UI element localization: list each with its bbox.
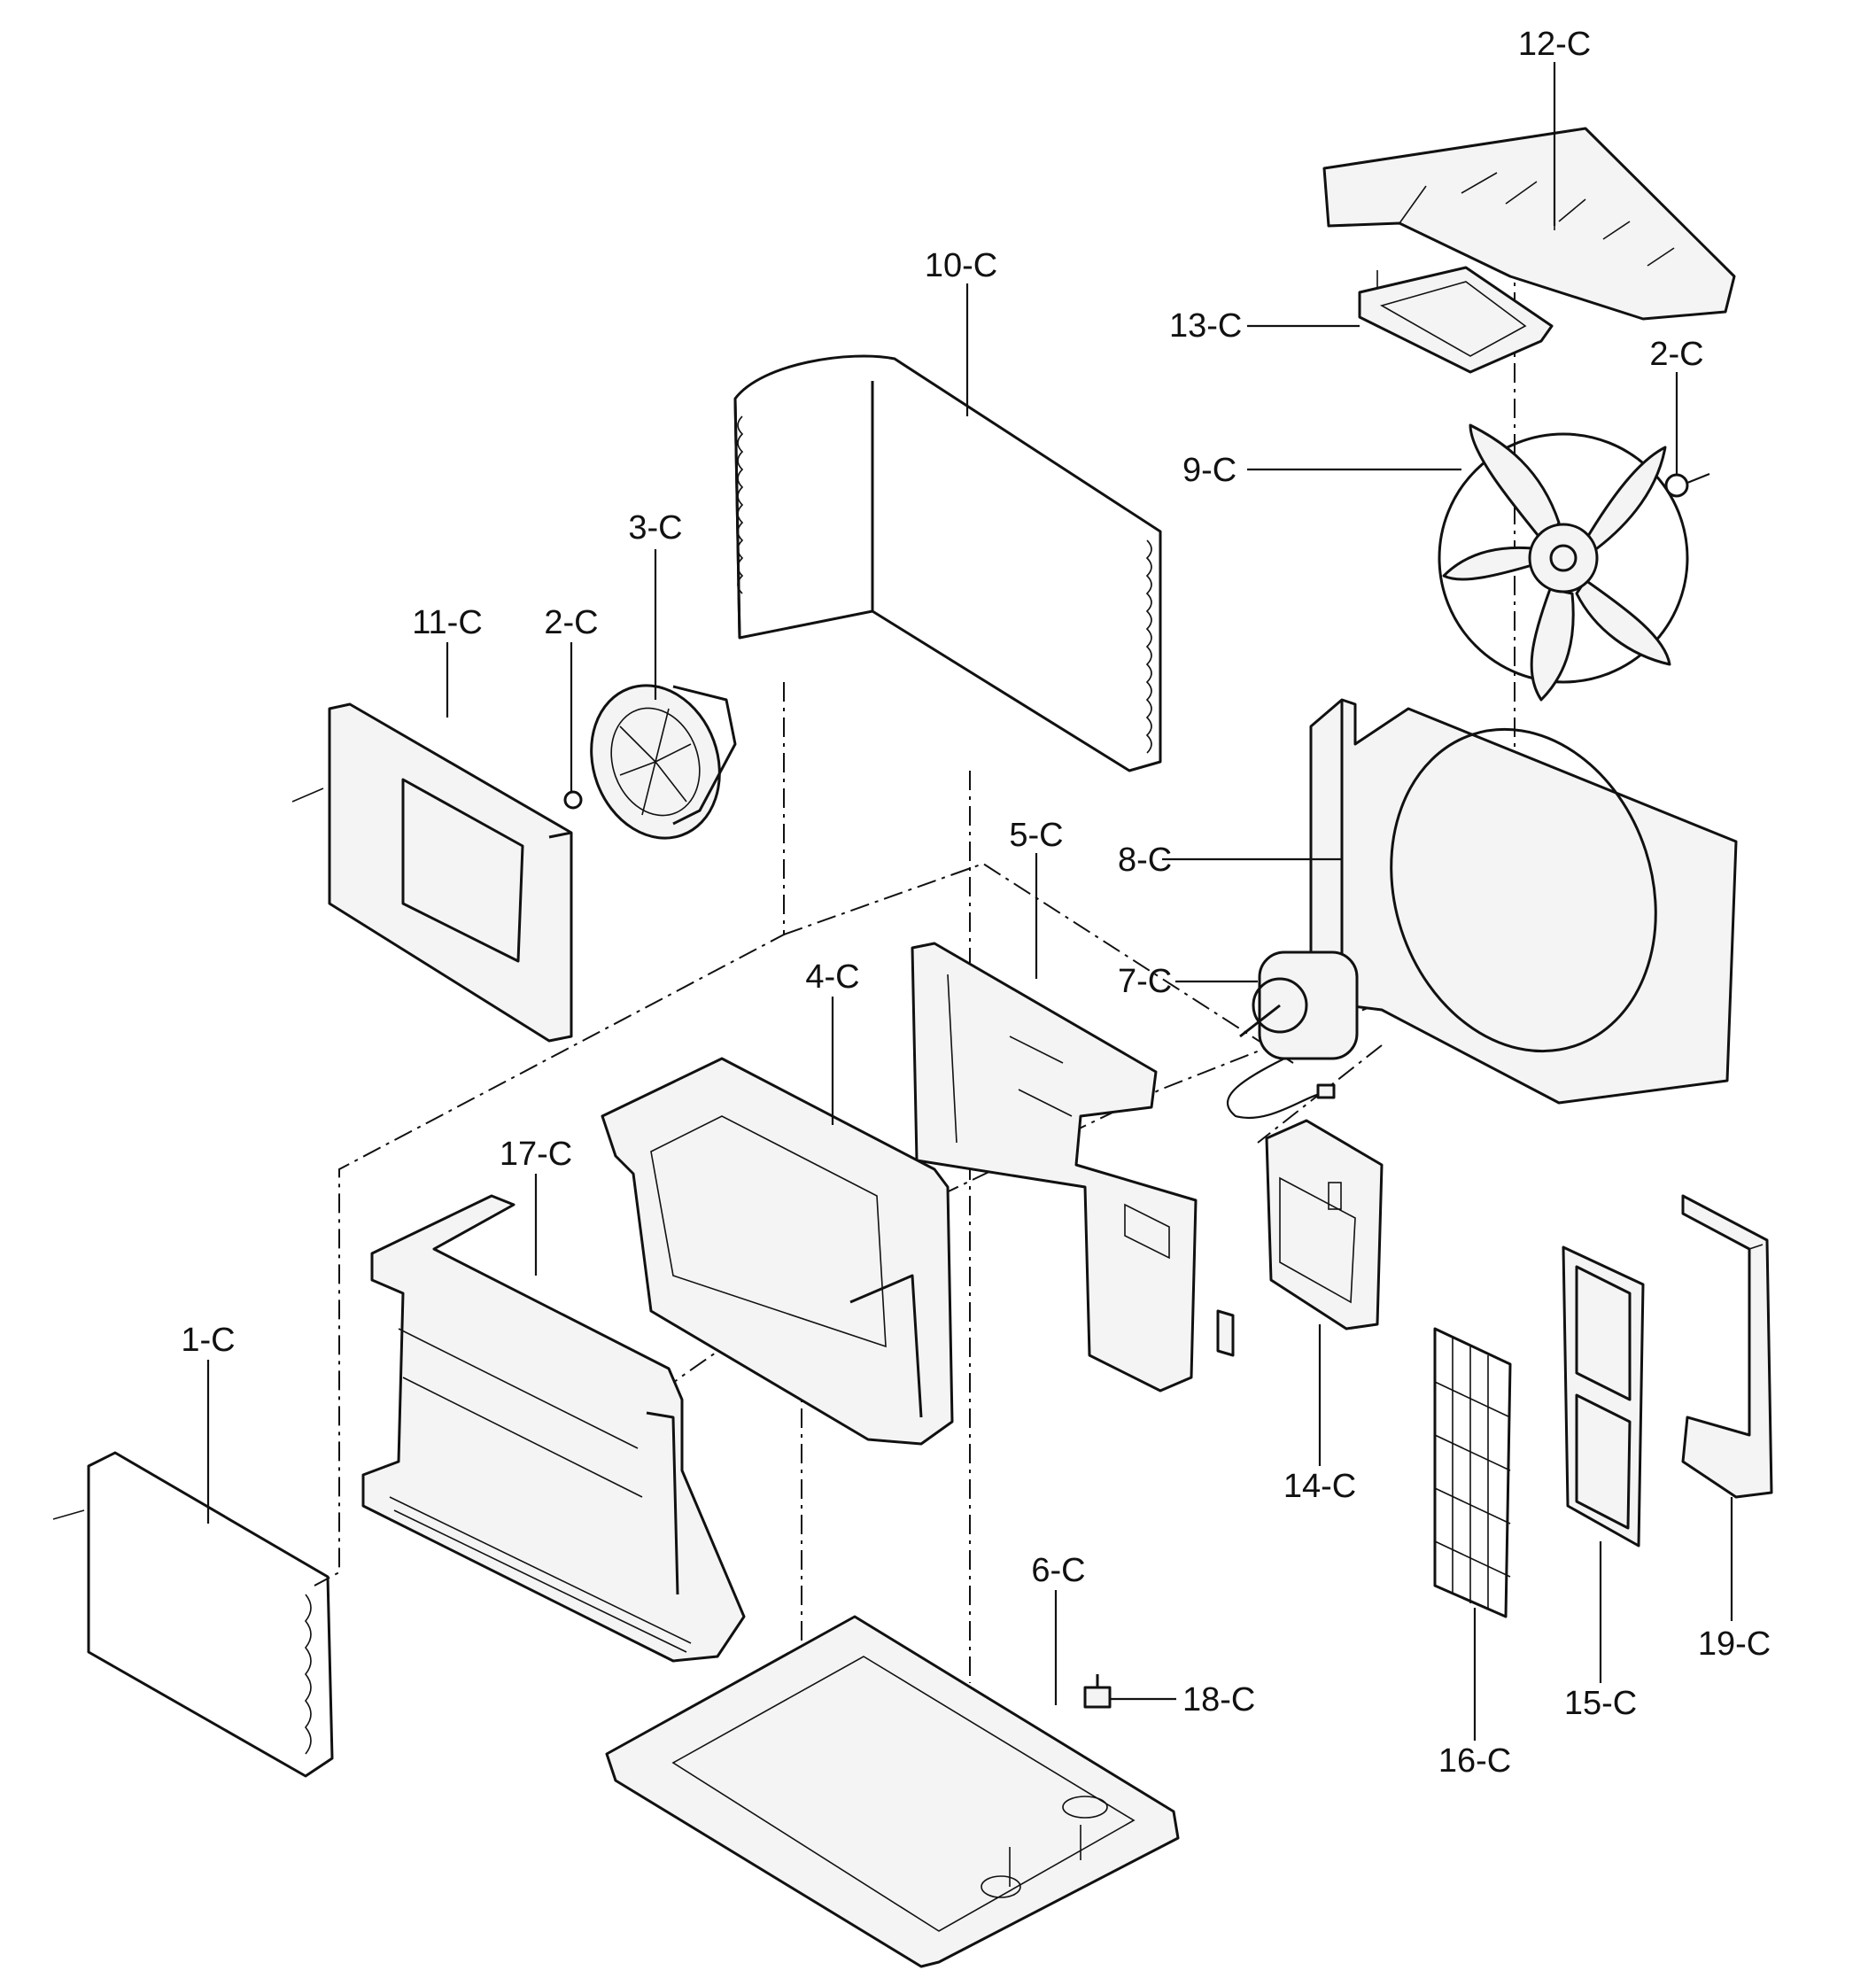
label-3-c: 3-C <box>628 509 682 547</box>
label-9-c: 9-C <box>1182 452 1236 489</box>
part-16-c-rear-grille <box>1433 1327 1512 1618</box>
label-4-c: 4-C <box>805 958 859 996</box>
label-7-c: 7-C <box>1118 963 1172 1000</box>
part-12-c-top-cover <box>1322 127 1736 321</box>
part-5-c-partition <box>911 942 1235 1393</box>
part-2-c-nut-left <box>563 790 583 810</box>
part-9-c-fan-blade <box>1438 423 1689 702</box>
label-8-c: 8-C <box>1118 842 1172 879</box>
label-18-c: 18-C <box>1182 1681 1255 1718</box>
part-13-c-bracket <box>1358 266 1554 374</box>
part-1-c-front-filter <box>52 1451 334 1778</box>
label-15-c: 15-C <box>1564 1685 1637 1722</box>
part-10-c-condenser-coil <box>733 354 1162 772</box>
label-2-c-left: 2-C <box>544 604 598 641</box>
leader-lines <box>206 62 1733 1741</box>
label-19-c: 19-C <box>1698 1625 1771 1663</box>
part-6-c-base-pan <box>605 1615 1180 1968</box>
part-15-c-side-panel <box>1562 1245 1645 1548</box>
label-16-c: 16-C <box>1438 1742 1511 1780</box>
part-14-c-control-box <box>1265 1119 1384 1330</box>
label-2-c-right: 2-C <box>1649 336 1703 373</box>
part-17-c-base-frame <box>361 1194 746 1663</box>
label-14-c: 14-C <box>1283 1468 1356 1505</box>
part-19-c-side-bracket <box>1681 1194 1773 1499</box>
part-11-c-front-frame <box>291 702 573 1043</box>
label-1-c: 1-C <box>181 1322 235 1359</box>
label-13-c: 13-C <box>1169 307 1242 345</box>
part-4-c-air-guide <box>601 1057 954 1446</box>
label-5-c: 5-C <box>1009 817 1063 854</box>
part-3-c-blower-wheel <box>590 684 737 840</box>
part-2-c-nut-right <box>1664 472 1710 498</box>
label-11-c: 11-C <box>412 604 483 641</box>
part-7-c-fan-motor <box>1226 950 1359 1119</box>
label-6-c: 6-C <box>1031 1552 1085 1589</box>
part-18-c-drain-valve <box>1083 1674 1112 1709</box>
label-12-c: 12-C <box>1518 26 1591 63</box>
label-10-c: 10-C <box>925 247 997 284</box>
part-8-c-shroud <box>1309 698 1738 1105</box>
part-labels: 12-C 13-C 2-C 9-C 10-C 3-C 11-C 2-C 5-C … <box>181 26 1771 1780</box>
label-17-c: 17-C <box>500 1136 572 1173</box>
